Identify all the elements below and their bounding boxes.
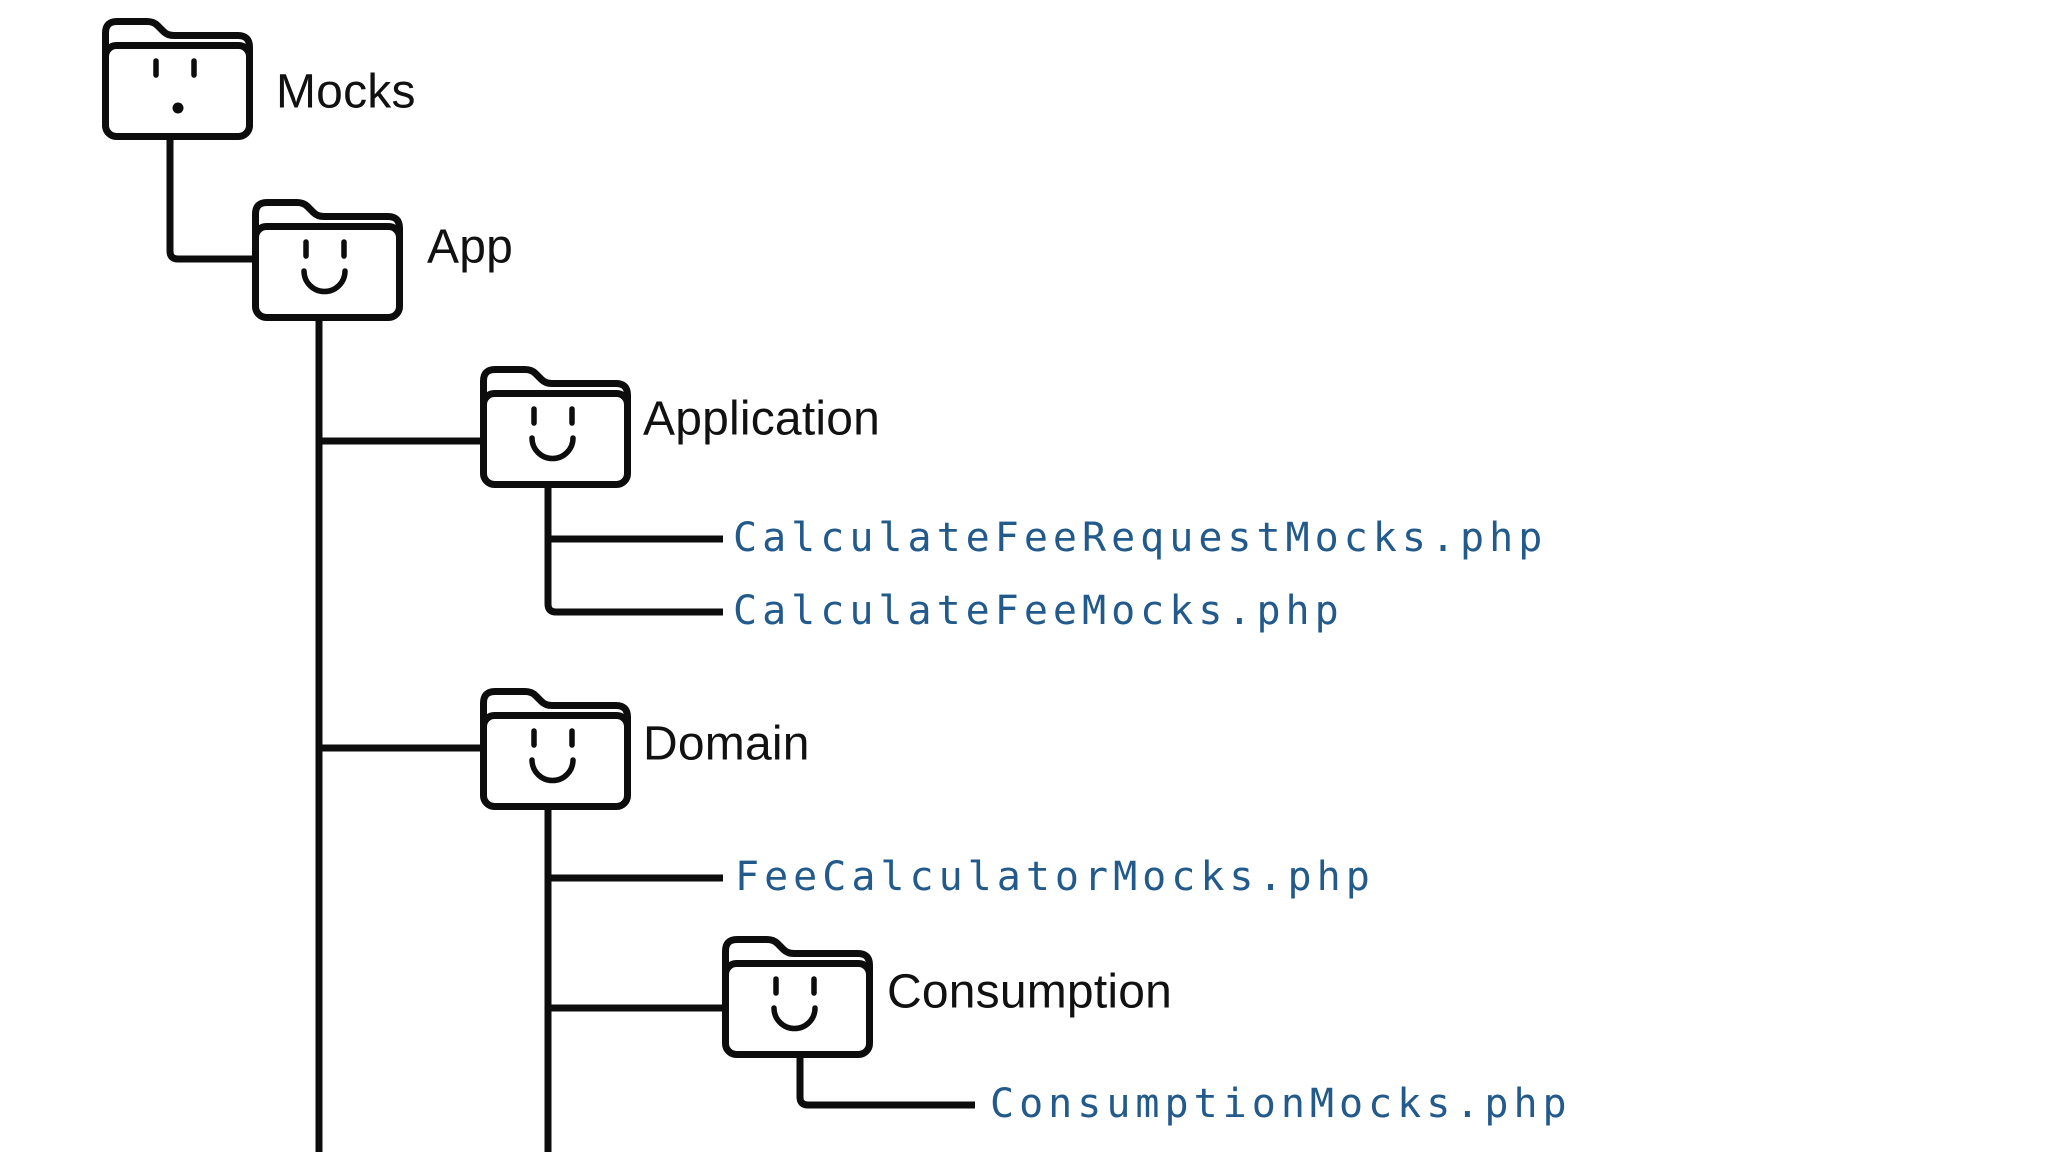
folder-smile-mouth [301,268,348,295]
folder-icon [102,18,253,140]
folder-eyes [303,239,347,259]
folder-eyes [531,728,575,748]
folder-body [252,223,403,321]
folder-eyes [773,976,817,996]
connector-mocks-to-app [166,135,253,263]
connector-application-to-files [544,484,723,616]
folder-eyes [153,58,197,78]
folder-body [480,712,631,810]
folder-label: Domain [643,717,810,771]
folder-eyes [531,406,575,426]
folder-body [102,42,253,140]
folder-smile-mouth [771,1005,818,1032]
folder-surprised-mouth [172,102,184,114]
folder-node-mocks: Mocks [102,18,415,140]
folder-body [722,960,873,1058]
folder-icon [480,688,631,810]
folder-body [480,390,631,488]
folder-label: Mocks [276,65,416,119]
file-calculatefeemocks-php: CalculateFeeMocks.php [733,588,1344,635]
folder-node-application: Application [480,366,880,488]
folder-icon [252,199,403,321]
folder-icon [722,936,873,1058]
folder-label: Consumption [887,965,1173,1019]
folder-label: App [427,220,514,274]
folder-node-app: App [252,199,513,321]
folder-label: Application [643,392,881,446]
file-calculatefeerequestmocks-php: CalculateFeeRequestMocks.php [733,515,1548,562]
connector-consumption-to-file [796,1055,975,1109]
folder-node-consumption: Consumption [722,936,1172,1058]
file-consumptionmocks-php: ConsumptionMocks.php [990,1081,1572,1128]
folder-smile-mouth [529,435,576,462]
folder-icon [480,366,631,488]
file-feecalculatormocks-php: FeeCalculatorMocks.php [735,854,1375,901]
folder-node-domain: Domain [480,688,809,810]
folder-smile-mouth [529,757,576,784]
